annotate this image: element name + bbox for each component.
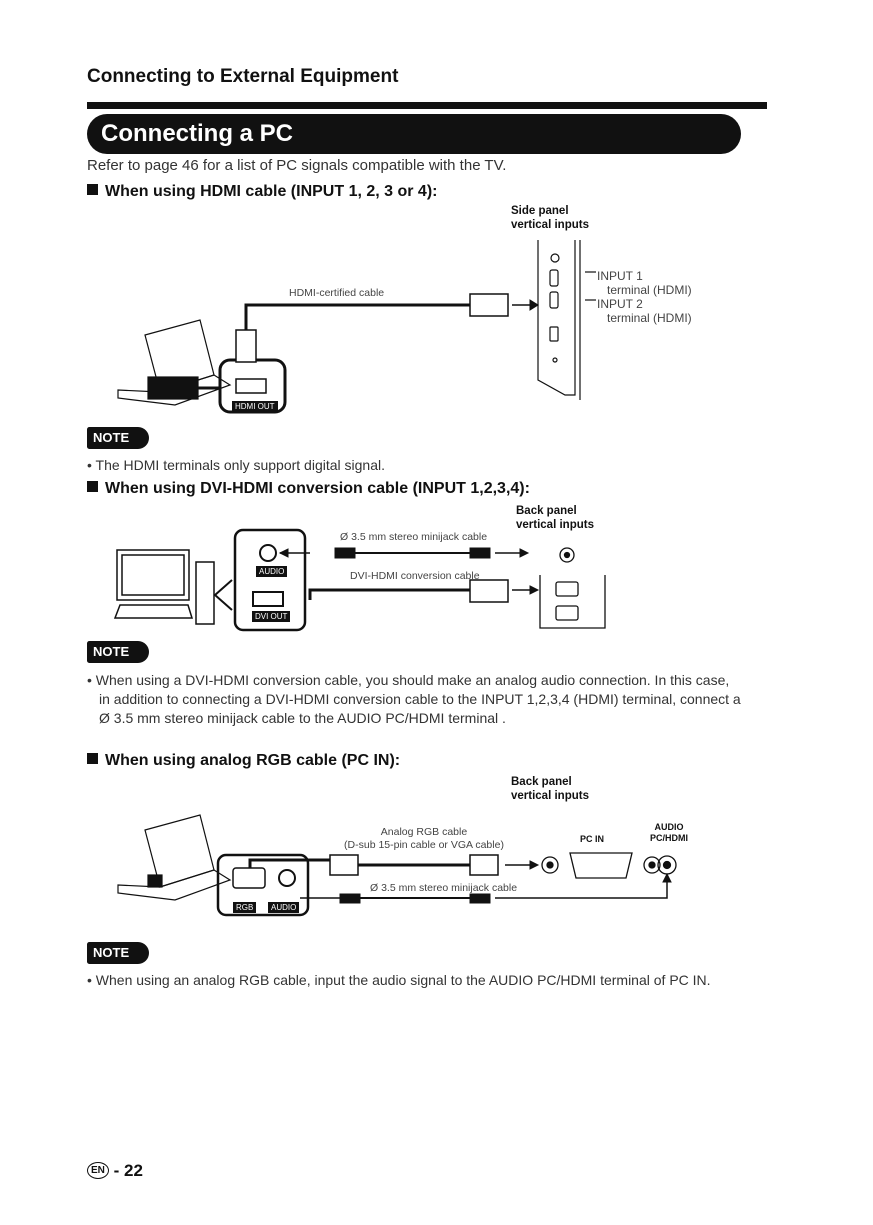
hdmi-heading: When using HDMI cable (INPUT 1, 2, 3 or …: [87, 183, 437, 201]
rgb-minijack-label: Ø 3.5 mm stereo minijack cable: [370, 882, 518, 894]
dvi-note-line1: • When using a DVI-HDMI conversion cable…: [87, 672, 730, 688]
side-panel: [537, 240, 596, 400]
hdmi-panel-line2: vertical inputs: [511, 219, 589, 231]
dvi-panel-caption: Back panel vertical inputs: [516, 504, 594, 532]
rgb-audio-tag: AUDIO: [268, 902, 300, 913]
dvi-out-tag: DVI OUT: [252, 611, 291, 622]
dvi-note-line3: Ø 3.5 mm stereo minijack cable to the AU…: [99, 710, 506, 726]
input2-label: INPUT 2: [597, 297, 643, 311]
title-rule: [87, 102, 767, 109]
dvi-conversion-label: DVI-HDMI conversion cable: [350, 570, 480, 582]
note-label: NOTE: [93, 430, 130, 445]
pc-in-panel: [541, 852, 677, 879]
hdmi-note-badge: NOTE: [87, 427, 149, 449]
intro-text: Refer to page 46 for a list of PC signal…: [87, 157, 507, 174]
audio-label-line1: AUDIO: [654, 822, 684, 832]
desktop-monitor-icon: [113, 549, 215, 625]
banner-title: Connecting a PC: [101, 120, 294, 147]
language-badge: EN: [87, 1162, 109, 1179]
dvi-audio-tag: AUDIO: [256, 566, 288, 577]
rgb-note-text: • When using an analog RGB cable, input …: [87, 972, 711, 988]
rgb-cable-caption: Analog RGB cable (D-sub 15-pin cable or …: [330, 826, 518, 852]
hdmi-out-tag: HDMI OUT: [232, 401, 278, 412]
input2-sublabel: terminal (HDMI): [607, 311, 692, 325]
hdmi-note-text: • The HDMI terminals only support digita…: [87, 457, 385, 473]
dvi-heading: When using DVI-HDMI conversion cable (IN…: [87, 480, 530, 498]
dvi-panel-line1: Back panel: [516, 505, 577, 517]
page-number: EN - 22: [87, 1161, 143, 1181]
rgb-heading: When using analog RGB cable (PC IN):: [87, 752, 400, 770]
section-title: Connecting to External Equipment: [87, 66, 399, 87]
back-panel-hdmi: [539, 547, 606, 629]
hdmi-out-callout: [198, 358, 287, 414]
page-number-text: - 22: [113, 1161, 143, 1180]
rgb-cable-line2: (D-sub 15-pin cable or VGA cable): [344, 839, 504, 851]
hdmi-cable-label: HDMI-certified cable: [289, 287, 385, 299]
hdmi-input-labels: INPUT 1 terminal (HDMI) INPUT 2 terminal…: [597, 269, 692, 325]
rgb-cable-line1: Analog RGB cable: [380, 826, 468, 838]
rgb-cables: [248, 854, 672, 904]
laptop-icon: [117, 319, 232, 406]
dvi-panel-line2: vertical inputs: [516, 519, 594, 531]
note-label: NOTE: [93, 644, 130, 659]
dvi-note-line2: in addition to connecting a DVI-HDMI con…: [99, 691, 741, 707]
dvi-note-text: • When using a DVI-HDMI conversion cable…: [87, 671, 807, 728]
pc-in-label: PC IN: [580, 834, 605, 844]
rgb-panel-line1: Back panel: [511, 776, 572, 788]
laptop-icon-rgb: [117, 814, 232, 901]
input1-sublabel: terminal (HDMI): [607, 283, 692, 297]
dvi-callout: [213, 528, 307, 632]
rgb-note-badge: NOTE: [87, 942, 149, 964]
rgb-tag: RGB: [233, 902, 257, 913]
hdmi-cable: [235, 293, 539, 363]
audio-pc-hdmi-label: AUDIO PC/HDMI: [650, 822, 688, 844]
hdmi-panel-caption: Side panel vertical inputs: [511, 204, 589, 232]
page-banner: Connecting a PC: [87, 114, 741, 154]
dvi-cables: [278, 547, 540, 603]
rgb-panel-caption: Back panel vertical inputs: [511, 775, 589, 803]
rgb-panel-line2: vertical inputs: [511, 790, 589, 802]
audio-label-line2: PC/HDMI: [650, 833, 688, 843]
dvi-note-badge: NOTE: [87, 641, 149, 663]
dvi-minijack-label: Ø 3.5 mm stereo minijack cable: [340, 531, 488, 543]
input1-label: INPUT 1: [597, 269, 643, 283]
note-label: NOTE: [93, 945, 130, 960]
hdmi-panel-line1: Side panel: [511, 205, 569, 217]
